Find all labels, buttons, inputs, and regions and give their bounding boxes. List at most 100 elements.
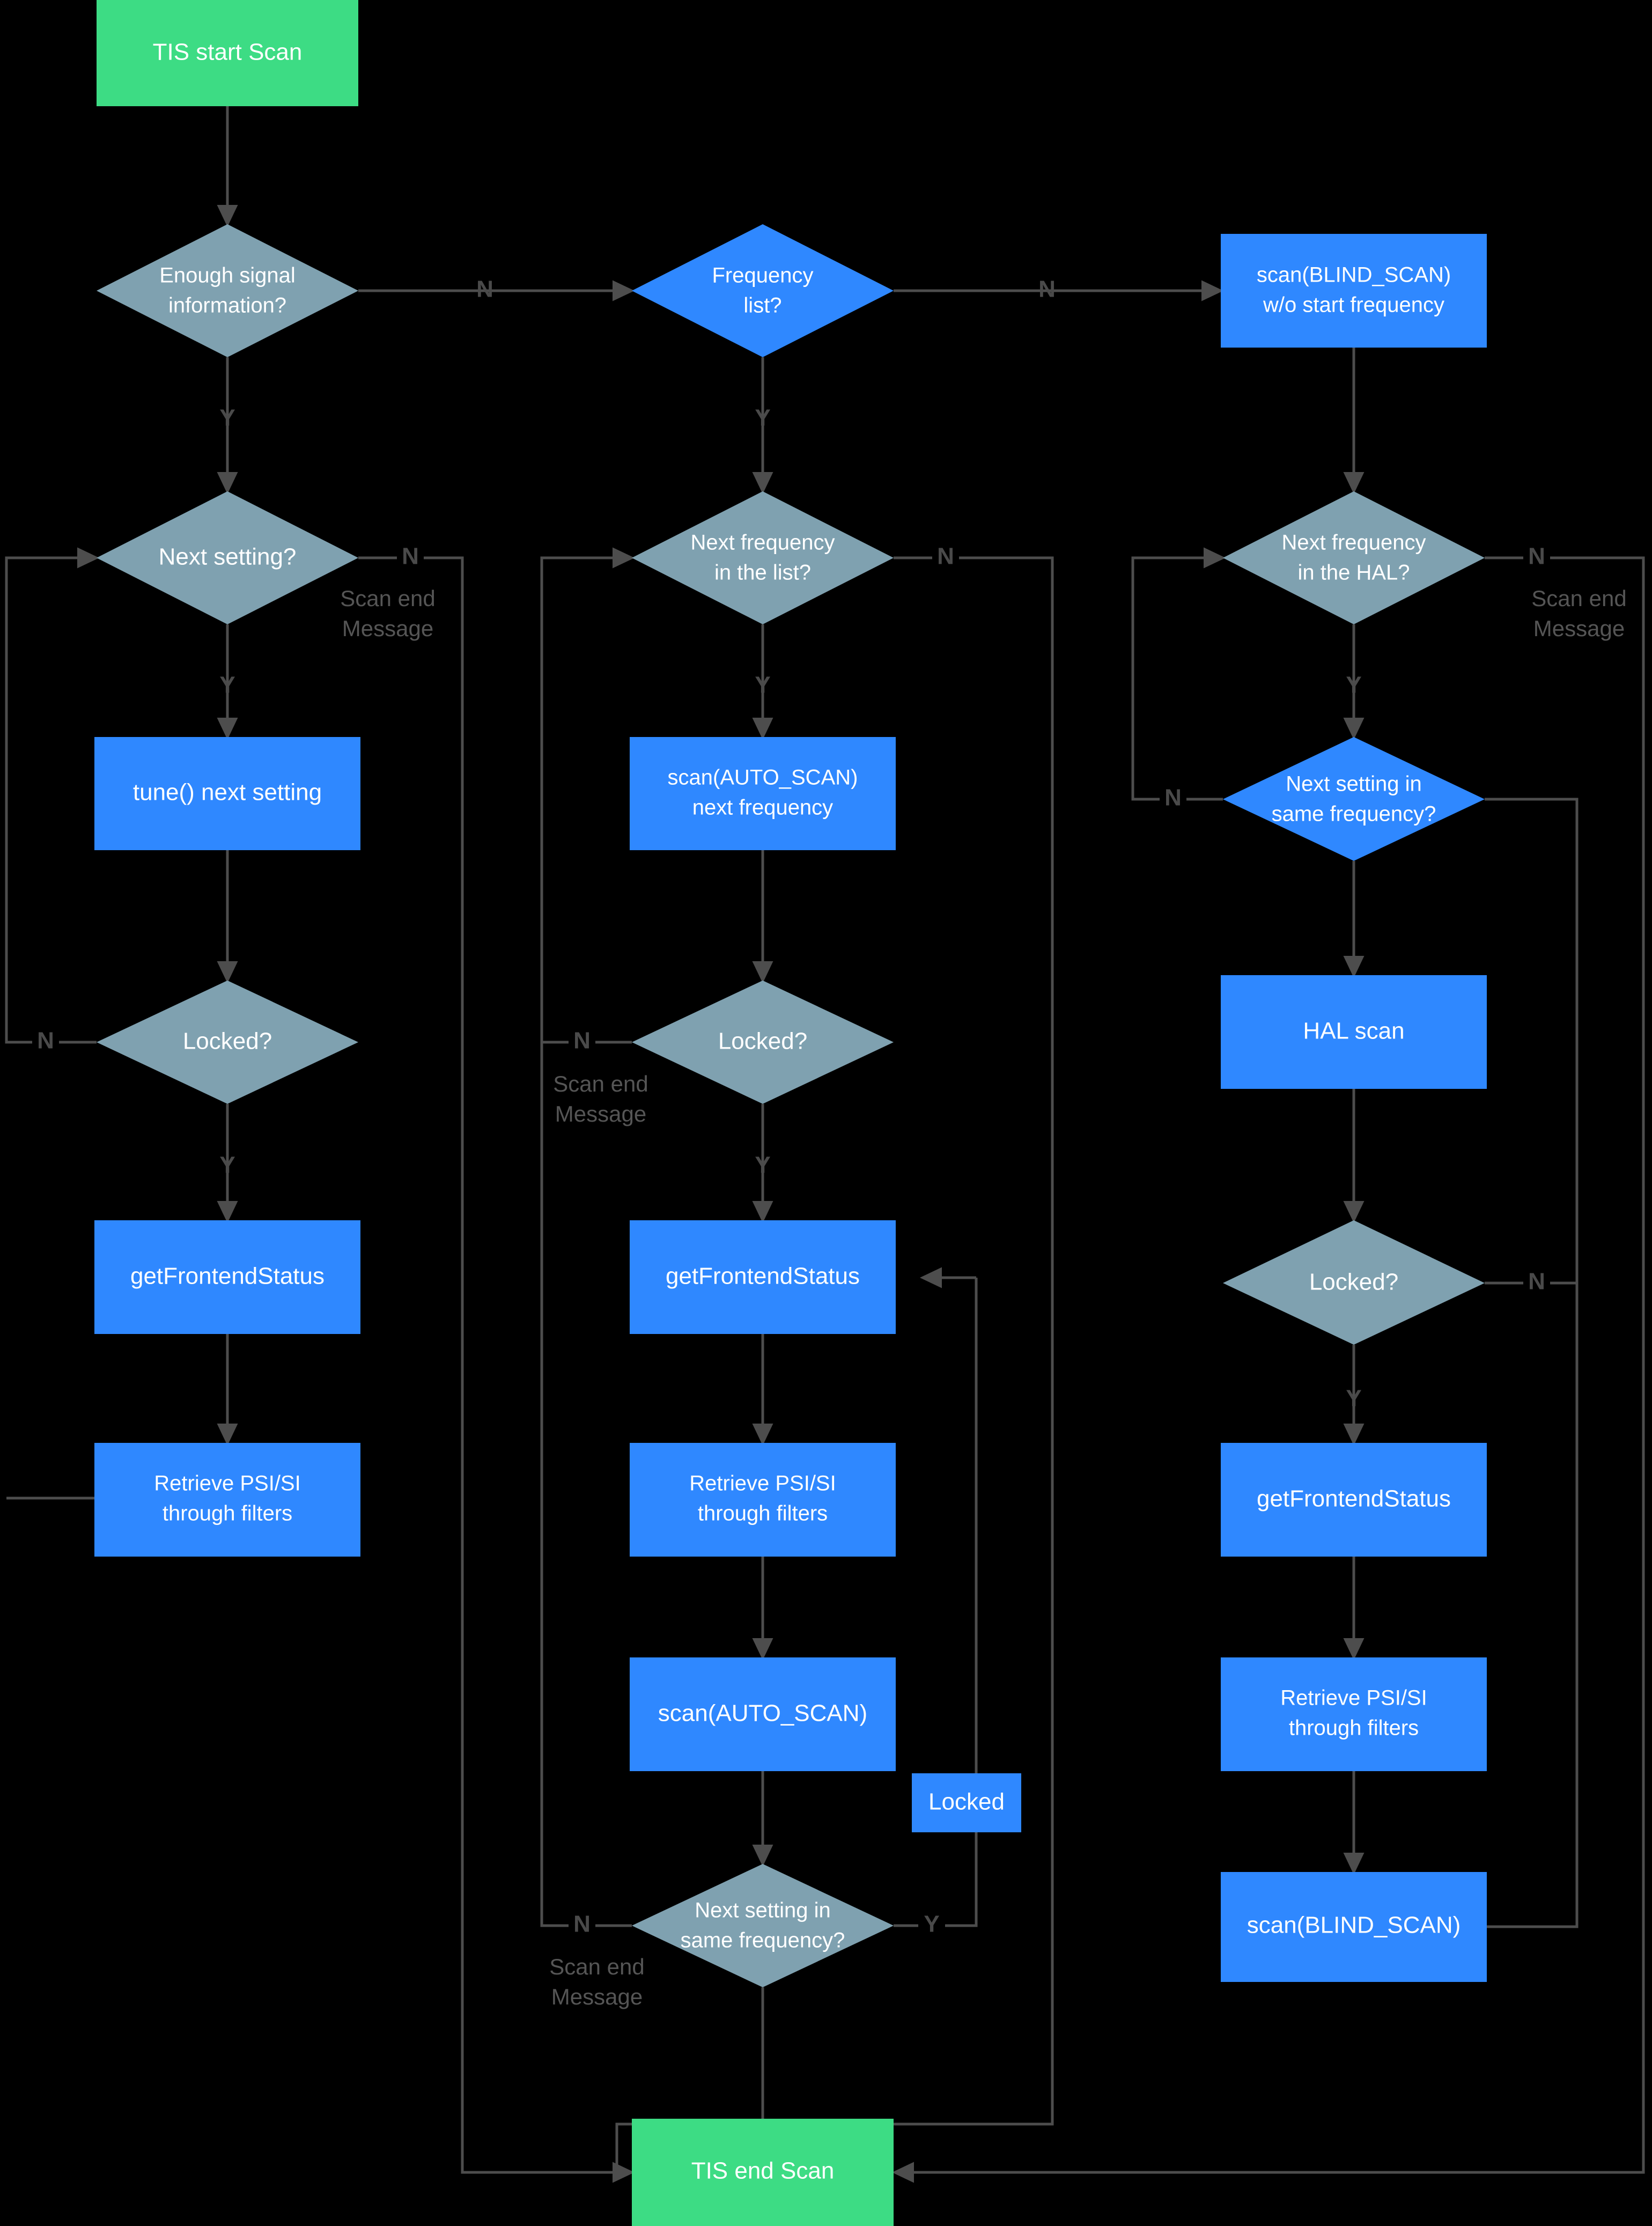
edge-nsf-mid-no <box>540 558 632 1927</box>
node-end-label: TIS end Scan <box>691 2158 835 2184</box>
node-retrieve-psi-mid-line2: through filters <box>698 1502 828 1525</box>
node-nsf-mid-line2: same frequency? <box>681 1929 845 1952</box>
note-scan-end-next-setting-line1: Scan end <box>340 586 435 611</box>
node-next-frequency-list-line1: Next frequency <box>690 531 835 555</box>
node-next-setting-decision[interactable]: Next setting? <box>97 491 358 624</box>
label-next-freq-hal-no: N <box>1528 543 1545 570</box>
node-auto-scan-next-frequency-line1: scan(AUTO_SCAN) <box>668 766 858 790</box>
note-scan-end-locked-mid: Scan end Message <box>553 1071 648 1126</box>
node-locked-left-decision[interactable]: Locked? <box>97 981 358 1104</box>
node-retrieve-psi-mid-line1: Retrieve PSI/SI <box>689 1472 836 1495</box>
note-scan-end-next-setting-line2: Message <box>342 616 433 641</box>
node-auto-scan-next-frequency[interactable]: scan(AUTO_SCAN) next frequency <box>630 737 896 850</box>
label-next-freq-hal-yes: Y <box>1346 672 1361 698</box>
label-locked-right-yes: Y <box>1346 1385 1361 1412</box>
node-gfs-right-label: getFrontendStatus <box>1257 1486 1451 1512</box>
node-retrieve-psi-left[interactable]: Retrieve PSI/SI through filters <box>94 1443 360 1557</box>
node-frequency-list-decision[interactable]: Frequency list? <box>632 224 894 357</box>
node-retrieve-psi-right-line1: Retrieve PSI/SI <box>1280 1686 1427 1710</box>
node-get-frontend-status-left[interactable]: getFrontendStatus <box>94 1220 360 1334</box>
node-enough-signal-line1: Enough signal <box>159 264 296 288</box>
edge-locked-left-no <box>5 556 97 1044</box>
node-next-frequency-hal-decision[interactable]: Next frequency in the HAL? <box>1223 491 1485 624</box>
node-retrieve-psi-mid[interactable]: Retrieve PSI/SI through filters <box>630 1443 896 1557</box>
edge-nsf-right-no <box>1131 556 1223 801</box>
node-next-frequency-hal-line2: in the HAL? <box>1297 561 1410 585</box>
node-auto-scan-next-frequency-line2: next frequency <box>692 796 833 820</box>
note-scan-end-hal-line2: Message <box>1533 616 1625 641</box>
node-locked-badge[interactable]: Locked <box>912 1773 1021 1832</box>
node-frequency-list-line1: Frequency <box>712 264 814 288</box>
node-hal-scan-label: HAL scan <box>1303 1018 1404 1044</box>
node-next-frequency-hal-line1: Next frequency <box>1281 531 1426 555</box>
note-scan-end-locked-mid-line1: Scan end <box>553 1071 648 1096</box>
node-next-setting-same-frequency-mid[interactable]: Next setting in same frequency? <box>632 1864 894 1987</box>
node-end[interactable]: TIS end Scan <box>632 2119 894 2226</box>
node-blind-scan-no-start-line1: scan(BLIND_SCAN) <box>1257 263 1451 287</box>
node-blind-scan-no-start-line2: w/o start frequency <box>1263 293 1444 317</box>
node-locked-mid-label: Locked? <box>718 1028 807 1055</box>
node-auto-scan-label: scan(AUTO_SCAN) <box>658 1700 867 1727</box>
node-enough-signal-decision[interactable]: Enough signal information? <box>97 224 358 357</box>
node-enough-signal-line2: information? <box>168 294 286 318</box>
node-blind-scan-no-start[interactable]: scan(BLIND_SCAN) w/o start frequency <box>1221 234 1487 348</box>
node-tune-next-setting-label: tune() next setting <box>133 779 322 806</box>
label-locked-mid-no: N <box>573 1028 591 1054</box>
node-frequency-list-line2: list? <box>743 294 781 318</box>
node-gfs-left-label: getFrontendStatus <box>130 1263 324 1289</box>
note-scan-end-nsf-mid-line1: Scan end <box>549 1954 644 1979</box>
note-scan-end-locked-mid-line2: Message <box>555 1101 646 1126</box>
edge-next-freq-hal-no <box>1078 556 1645 2174</box>
node-hal-scan[interactable]: HAL scan <box>1221 975 1487 1089</box>
node-nsf-right-line1: Next setting in <box>1286 772 1421 796</box>
label-nsf-right-no: N <box>1164 785 1182 811</box>
label-frequency-list-no: N <box>1038 276 1056 303</box>
label-next-setting-no: N <box>402 543 419 570</box>
node-locked-right-decision[interactable]: Locked? <box>1223 1220 1485 1345</box>
node-blind-scan-label: scan(BLIND_SCAN) <box>1247 1912 1461 1938</box>
connector-layer <box>5 106 1645 2183</box>
node-locked-mid-decision[interactable]: Locked? <box>632 981 894 1104</box>
node-auto-scan[interactable]: scan(AUTO_SCAN) <box>630 1657 896 1771</box>
label-locked-mid-yes: Y <box>755 1152 770 1178</box>
note-label-layer: Scan end Message Scan end Message Scan e… <box>340 586 1626 2009</box>
label-next-freq-list-no: N <box>937 543 954 570</box>
label-nsf-mid-yes: Y <box>924 1911 939 1937</box>
edge-nsf-mid-yes <box>894 1278 978 1927</box>
node-tune-next-setting[interactable]: tune() next setting <box>94 737 360 850</box>
edge-next-freq-list-no <box>615 556 1054 2172</box>
node-locked-right-label: Locked? <box>1309 1269 1398 1295</box>
node-nsf-right-line2: same frequency? <box>1272 802 1436 826</box>
label-next-setting-yes: Y <box>219 672 235 698</box>
edge-label-layer: N Y N Y N Y N Y N Y N Y N Y N Y N N Y <box>37 276 1545 1937</box>
node-start[interactable]: TIS start Scan <box>97 0 358 106</box>
label-nsf-mid-no: N <box>573 1911 591 1937</box>
note-scan-end-nsf-mid-line2: Message <box>551 1984 643 2009</box>
label-enough-signal-yes: Y <box>219 405 235 431</box>
node-blind-scan[interactable]: scan(BLIND_SCAN) <box>1221 1872 1487 1982</box>
label-locked-right-no: N <box>1528 1269 1545 1295</box>
node-get-frontend-status-mid[interactable]: getFrontendStatus <box>630 1220 896 1334</box>
edge-locked-right-no <box>1485 798 1579 1285</box>
node-next-setting-label: Next setting? <box>159 544 297 570</box>
node-next-frequency-list-line2: in the list? <box>714 561 811 585</box>
label-locked-left-yes: Y <box>219 1152 235 1178</box>
node-retrieve-psi-left-line2: through filters <box>163 1502 292 1525</box>
label-locked-left-no: N <box>37 1028 54 1054</box>
node-locked-badge-label: Locked <box>928 1789 1005 1815</box>
note-scan-end-hal-line1: Scan end <box>1531 586 1626 611</box>
label-enough-signal-no: N <box>476 276 493 303</box>
label-frequency-list-yes: Y <box>755 405 770 431</box>
note-scan-end-next-setting: Scan end Message <box>340 586 435 641</box>
note-scan-end-next-freq-hal: Scan end Message <box>1531 586 1626 641</box>
node-retrieve-psi-right-line2: through filters <box>1289 1716 1419 1740</box>
note-scan-end-nsf-mid: Scan end Message <box>549 1954 644 2009</box>
node-retrieve-psi-left-line1: Retrieve PSI/SI <box>154 1472 300 1495</box>
node-get-frontend-status-right[interactable]: getFrontendStatus <box>1221 1443 1487 1557</box>
node-retrieve-psi-right[interactable]: Retrieve PSI/SI through filters <box>1221 1657 1487 1771</box>
node-start-label: TIS start Scan <box>153 39 303 65</box>
node-next-frequency-list-decision[interactable]: Next frequency in the list? <box>632 491 894 624</box>
node-next-setting-same-frequency-right[interactable]: Next setting in same frequency? <box>1223 737 1485 861</box>
